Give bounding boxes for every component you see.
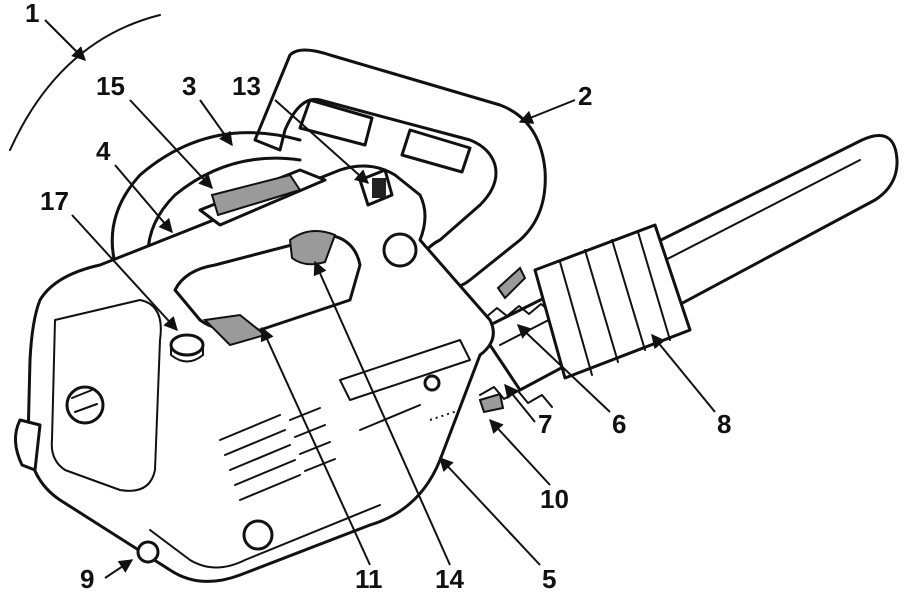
callout-17: 17	[40, 186, 69, 216]
callout-7: 7	[538, 409, 552, 439]
callout-9: 9	[80, 564, 94, 593]
chain-catcher	[496, 266, 527, 300]
leader-lines	[44, 19, 716, 579]
callout-10: 10	[540, 484, 569, 514]
engine-body	[14, 164, 495, 583]
callout-1: 1	[25, 0, 39, 28]
callout-14: 14	[435, 564, 464, 593]
callout-13: 13	[232, 71, 261, 101]
throttle-trigger-lockout	[210, 173, 302, 217]
callout-labels: 1 2 3 4 5 6 7 8 9 10 11 13 14 15 17	[25, 0, 731, 593]
callout-11: 11	[355, 564, 383, 593]
callout-8: 8	[717, 409, 731, 439]
bumper-spike	[478, 392, 505, 414]
callout-5: 5	[542, 564, 556, 593]
callout-15: 15	[96, 71, 125, 101]
callout-4: 4	[96, 136, 111, 166]
swing-arc	[9, 14, 161, 151]
callout-6: 6	[612, 409, 626, 439]
callout-3: 3	[182, 71, 196, 101]
callout-2: 2	[578, 81, 592, 111]
